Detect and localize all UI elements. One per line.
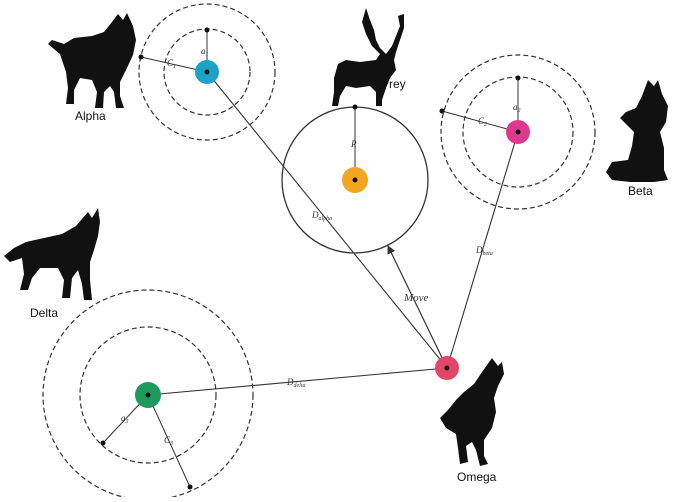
prey-label: Prey	[381, 77, 406, 91]
r-label: R	[350, 139, 357, 149]
d-delta-label: Ddelta	[286, 377, 306, 389]
d-alpha-label: Dalpha	[311, 210, 332, 222]
beta-circles	[439, 54, 596, 210]
a1-label: a1	[201, 46, 209, 58]
move-arrow	[387, 245, 448, 369]
omega-wolf-silhouette	[440, 358, 504, 466]
c2-label: C2	[478, 116, 487, 128]
prey-deer-silhouette	[332, 8, 404, 106]
a3-label: a3	[121, 413, 129, 425]
d-alpha-line	[206, 71, 448, 369]
c3-label: C3	[164, 435, 173, 447]
d-delta-line	[147, 367, 448, 396]
alpha-label: Alpha	[75, 109, 106, 123]
d-beta-label: Dbeta	[475, 245, 493, 257]
a2-label: a2	[513, 102, 521, 114]
delta-label: Delta	[30, 306, 59, 320]
omega-label: Omega	[457, 470, 497, 484]
alpha-outer-circle	[138, 3, 276, 141]
d-beta-line	[446, 131, 519, 369]
beta-outer-circle	[440, 54, 596, 210]
beta-c2-line	[441, 110, 519, 133]
delta-wolf-silhouette	[4, 208, 100, 300]
distance-lines	[147, 71, 519, 396]
beta-label: Beta	[628, 184, 653, 198]
delta-c3-line	[147, 394, 191, 488]
alpha-wolf-silhouette	[48, 13, 136, 108]
beta-wolf-silhouette	[606, 80, 668, 182]
delta-inner-circle	[79, 326, 217, 464]
move-label: Move	[403, 292, 429, 304]
c1-label: C1	[167, 58, 176, 70]
